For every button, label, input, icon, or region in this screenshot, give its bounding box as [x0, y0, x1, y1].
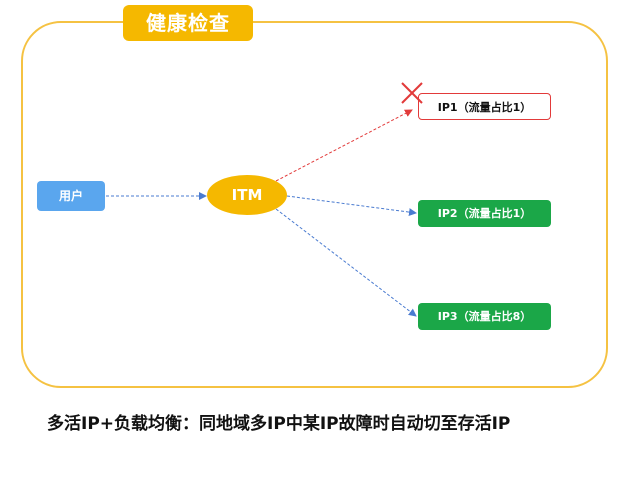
health-check-frame: [21, 21, 608, 388]
ip1-node-failed: IP1（流量占比1）: [418, 93, 551, 120]
user-node: 用户: [37, 181, 105, 211]
link-itm-ip1: [275, 109, 413, 182]
itm-node: ITM: [207, 175, 287, 215]
failure-x-icon: [401, 82, 423, 104]
link-itm-ip3: [275, 208, 417, 317]
link-itm-ip2: [286, 195, 417, 217]
ip2-node: IP2（流量占比1）: [418, 200, 551, 227]
diagram-title: 健康检查: [123, 5, 253, 41]
diagram-caption: 多活IP+负载均衡：同地域多IP中某IP故障时自动切至存活IP: [47, 414, 511, 434]
ip3-node: IP3（流量占比8）: [418, 303, 551, 330]
